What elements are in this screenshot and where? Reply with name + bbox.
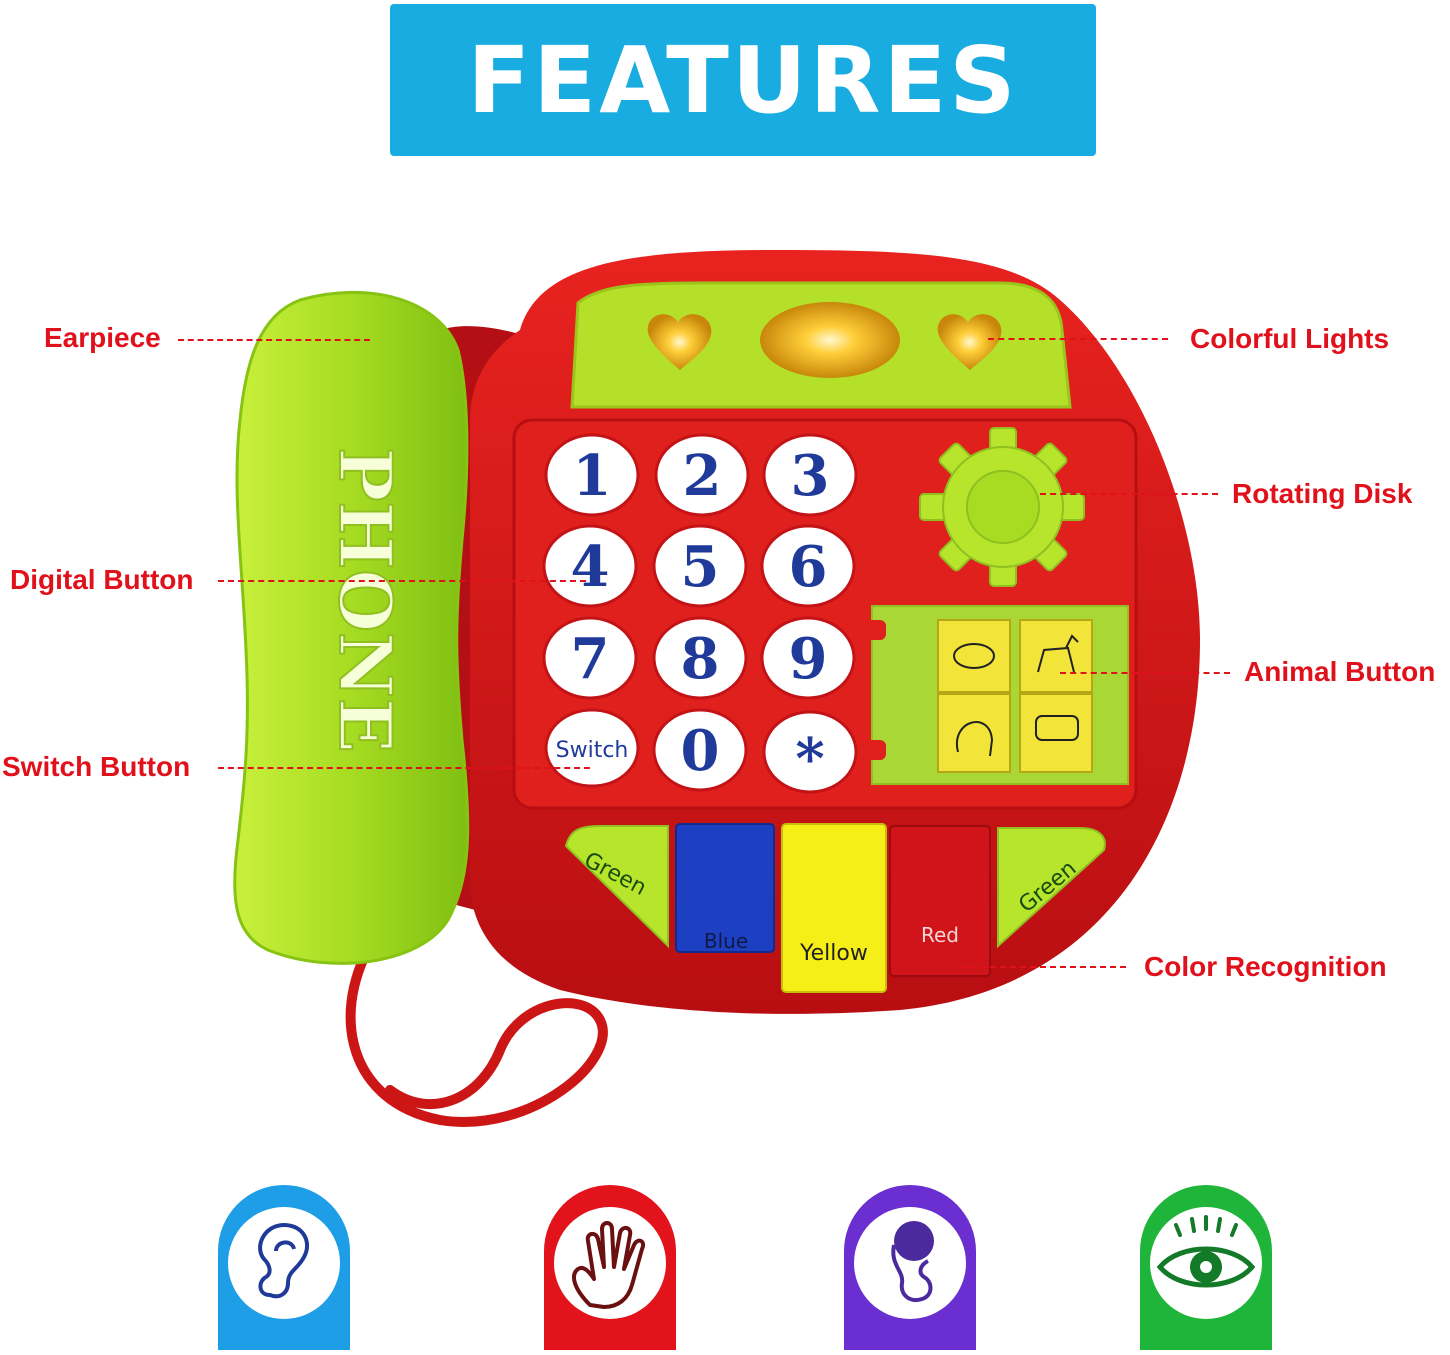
vision-badge — [1140, 1185, 1272, 1350]
key-star[interactable] — [762, 710, 858, 794]
animal-button-horse[interactable] — [1019, 619, 1093, 693]
callout-color-recognition: Color Recognition — [1144, 951, 1387, 982]
cow-icon — [1035, 715, 1079, 741]
hand-icon — [572, 1221, 645, 1309]
left-heart-light — [647, 314, 712, 370]
right-heart-light — [937, 314, 1002, 370]
key-5-label: 5 — [681, 534, 720, 600]
key-9-label: 9 — [789, 626, 828, 692]
banner-title: FEATURES — [467, 26, 1019, 134]
color-recognition-leader-line — [960, 966, 1126, 968]
key-0-label: 0 — [681, 718, 720, 784]
key-1-label: 1 — [573, 443, 612, 509]
key-4[interactable] — [542, 524, 638, 608]
animal-button-cow[interactable] — [1019, 693, 1093, 773]
handset-earpiece[interactable] — [233, 290, 470, 965]
callout-rotating-disk: Rotating Disk — [1232, 478, 1413, 509]
key-8[interactable] — [652, 616, 748, 700]
callout-earpiece: Earpiece — [44, 322, 161, 353]
rotating-disk-leader-line — [1040, 493, 1218, 495]
brain-baby-icon — [891, 1221, 934, 1302]
yellow-key[interactable] — [781, 823, 887, 993]
eye-icon — [1156, 1215, 1256, 1288]
color-keys: Green Blue Yellow Red Green — [564, 823, 1106, 993]
key-6-label: 6 — [789, 534, 828, 600]
ear-icon — [258, 1222, 310, 1299]
animal-button-leader-line — [1060, 672, 1230, 674]
key-2-label: 2 — [683, 443, 722, 509]
sheep-icon — [953, 643, 995, 669]
rotating-disk[interactable] — [919, 427, 1085, 587]
colorful-lights-leader-line — [988, 338, 1168, 340]
switch-button-leader-line — [218, 767, 590, 769]
key-7[interactable] — [542, 616, 638, 700]
touch-badge — [544, 1185, 676, 1350]
callout-colorful-lights: Colorful Lights — [1190, 323, 1390, 354]
green-key-left[interactable] — [564, 825, 669, 949]
animal-panel — [866, 605, 1129, 785]
red-key[interactable] — [889, 825, 991, 977]
dog-icon — [955, 721, 994, 757]
callout-animal-button: Animal Button — [1244, 656, 1436, 687]
key-5[interactable] — [652, 524, 748, 608]
red-key-label: Red — [921, 923, 959, 947]
brain-badge — [844, 1185, 976, 1350]
earpiece-leader-line — [178, 339, 370, 341]
key-4-label: 4 — [571, 534, 610, 600]
key-star-label: * — [795, 726, 824, 792]
key-9[interactable] — [760, 616, 856, 700]
blue-key[interactable] — [675, 823, 775, 953]
phone-cord — [345, 925, 608, 1127]
center-oval-light — [760, 302, 900, 378]
key-1[interactable] — [544, 433, 640, 517]
key-3-label: 3 — [791, 443, 830, 509]
key-6[interactable] — [760, 524, 856, 608]
key-3[interactable] — [762, 433, 858, 517]
callout-digital-button: Digital Button — [10, 564, 194, 595]
callout-switch-button: Switch Button — [2, 751, 191, 782]
switch-key-label: Switch — [556, 738, 629, 763]
toy-phone-illustration: PHONE 1 2 3 4 5 6 7 8 9 Switch 0 * — [233, 250, 1200, 1127]
key-8-label: 8 — [681, 626, 720, 692]
digital-button-leader-line — [218, 580, 586, 582]
digital-keys: 1 2 3 4 5 6 7 8 9 Switch 0 * — [542, 433, 858, 794]
horse-icon — [1037, 634, 1079, 673]
key-7-label: 7 — [571, 626, 610, 692]
features-banner: FEATURES — [390, 4, 1096, 156]
hearing-badge — [218, 1185, 350, 1350]
key-0[interactable] — [652, 708, 748, 792]
animal-button-sheep[interactable] — [937, 619, 1011, 693]
key-2[interactable] — [654, 433, 750, 517]
blue-key-label: Blue — [704, 929, 748, 953]
handset-brand: PHONE — [323, 447, 408, 753]
yellow-key-label: Yellow — [799, 941, 868, 966]
green-key-right[interactable] — [997, 827, 1106, 949]
animal-button-dog[interactable] — [937, 693, 1011, 773]
